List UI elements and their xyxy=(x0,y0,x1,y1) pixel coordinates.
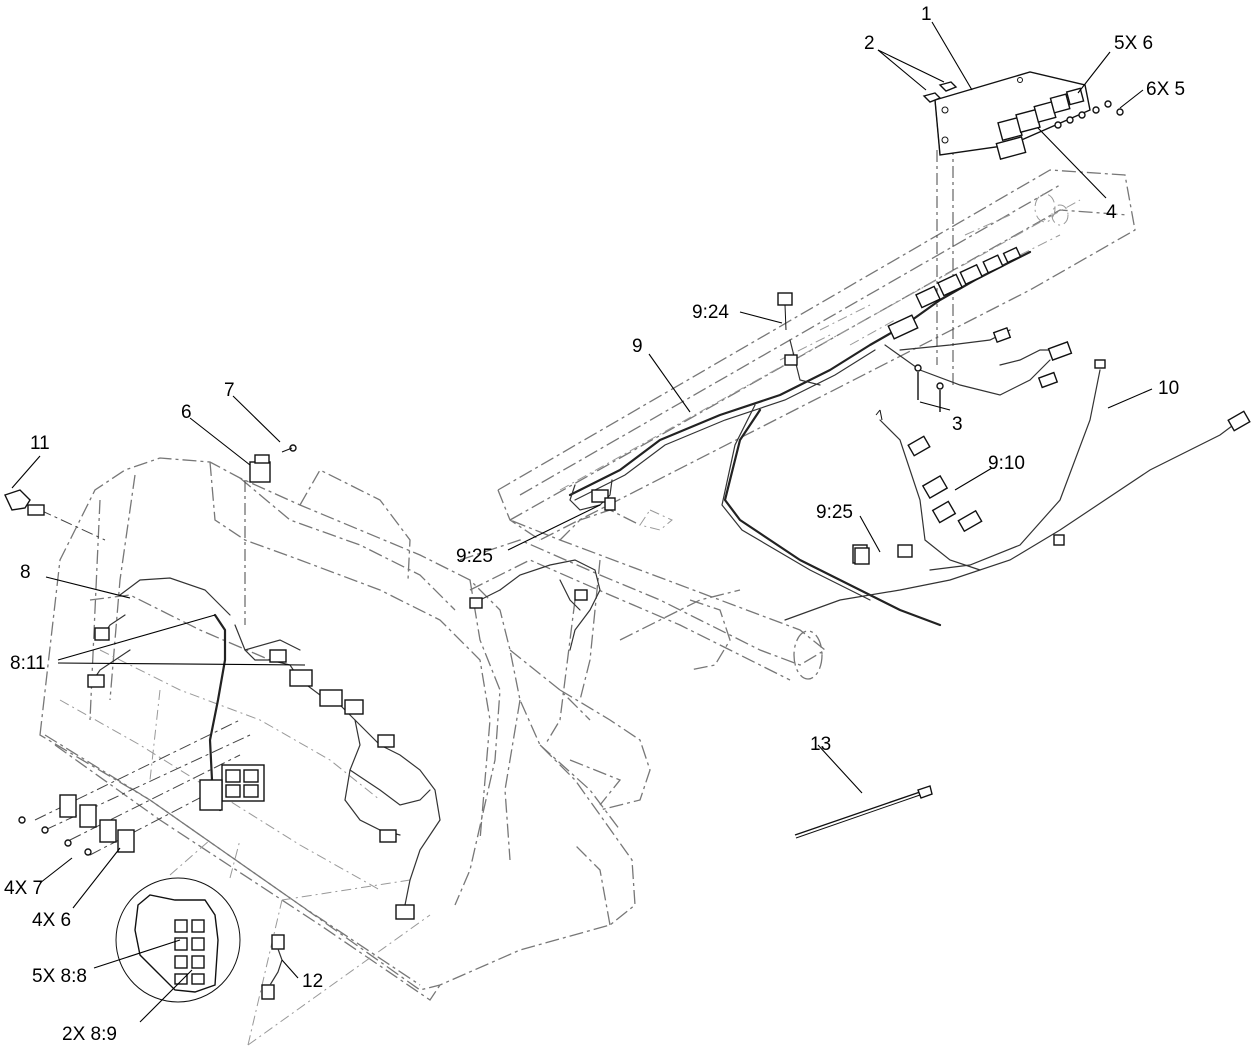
rear-harness-8 xyxy=(87,559,601,920)
callout-8: 8 xyxy=(20,562,31,583)
main-harness-9 xyxy=(568,246,1251,627)
callout-4x7: 4X 7 xyxy=(4,878,43,899)
callout-9-25-left: 9:25 xyxy=(456,546,493,567)
callout-9-25-right: 9:25 xyxy=(816,502,853,523)
relay-4x6-a xyxy=(59,794,77,818)
leader-lines xyxy=(11,21,1153,1023)
nut-2a xyxy=(938,81,958,92)
callout-4: 4 xyxy=(1106,202,1117,223)
cable-tie-13 xyxy=(794,791,921,836)
callout-8-11: 8:11 xyxy=(10,653,46,674)
relay-6 xyxy=(249,461,271,483)
callout-5x8-8: 5X 8:8 xyxy=(32,966,87,987)
callout-labels: 1 2 5X 6 6X 5 4 9:24 9 3 10 9:10 9:25 9:… xyxy=(4,4,1185,1045)
callout-11: 11 xyxy=(30,433,50,454)
callout-13: 13 xyxy=(810,734,831,755)
fuse-block-detail xyxy=(115,877,241,1003)
callout-9: 9 xyxy=(632,336,643,357)
callout-4x6: 4X 6 xyxy=(32,910,71,931)
callout-5x6: 5X 6 xyxy=(1114,33,1153,54)
callout-3: 3 xyxy=(952,414,963,435)
machine-frame xyxy=(39,169,1136,1001)
callout-6x5: 6X 5 xyxy=(1146,79,1185,100)
callout-1: 1 xyxy=(921,4,932,25)
callout-7: 7 xyxy=(224,380,235,401)
callout-2x8-9: 2X 8:9 xyxy=(62,1024,117,1045)
nut-2b xyxy=(922,92,942,103)
callout-2: 2 xyxy=(864,33,875,54)
extension-12 xyxy=(271,934,285,950)
callout-9-10: 9:10 xyxy=(988,453,1025,474)
connector-11 xyxy=(4,489,31,511)
screw-7 xyxy=(289,444,297,452)
misc-parts xyxy=(4,444,933,1000)
callout-9-24: 9:24 xyxy=(692,302,729,323)
callout-6: 6 xyxy=(181,402,192,423)
assembly-centerlines xyxy=(34,120,954,1046)
relay-mounting-plate xyxy=(922,71,1124,160)
callout-12: 12 xyxy=(302,971,323,992)
callout-10: 10 xyxy=(1158,378,1179,399)
